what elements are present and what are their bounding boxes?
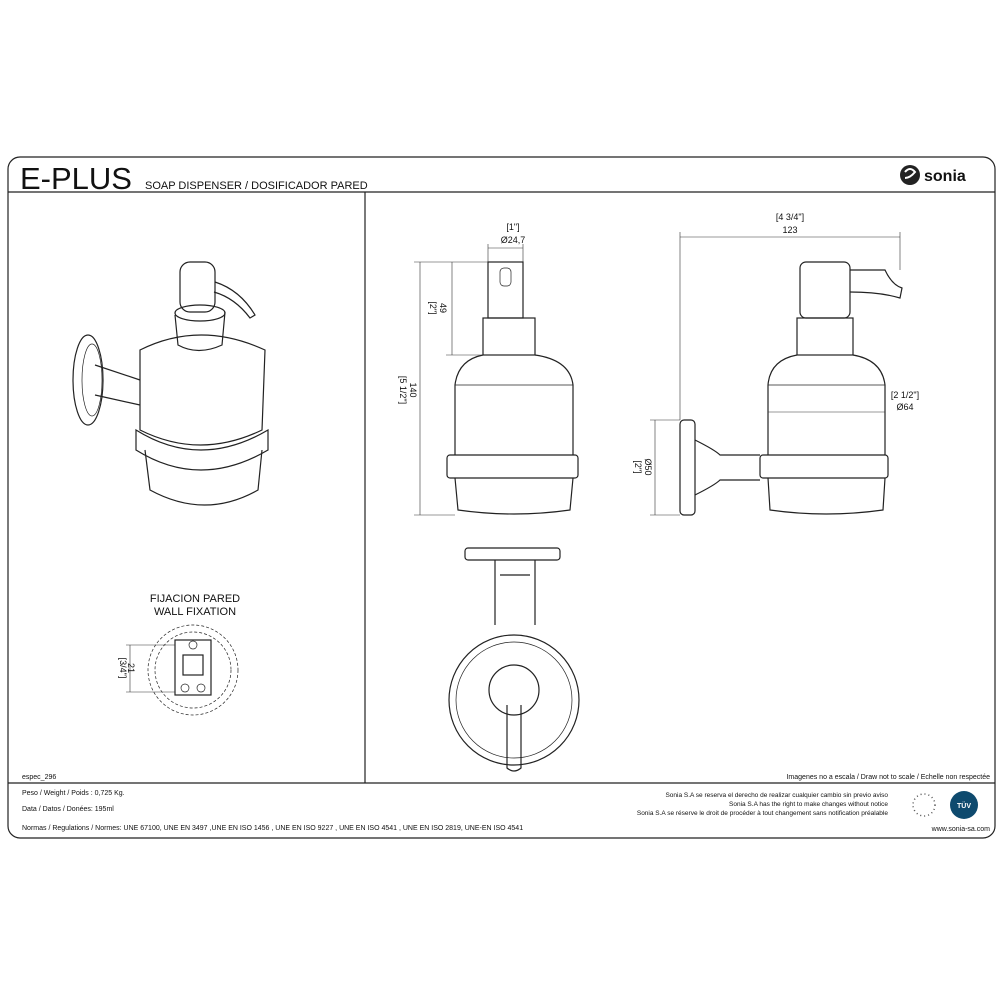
- top-dim-inch: [1"]: [506, 222, 519, 232]
- depth-dim-mm: 123: [782, 225, 797, 235]
- brand-name: sonia: [924, 168, 966, 185]
- wall-fixation-title-en: WALL FIXATION: [154, 606, 236, 618]
- isometric-view: [72, 261, 269, 506]
- spec-code: espec_296: [22, 774, 56, 781]
- sonia-logo: sonia: [900, 165, 966, 185]
- fixation-dim-inch: [3/4"]: [118, 658, 128, 679]
- tuv-cert-icon: [950, 791, 978, 819]
- regulations-info: Normas / Regulations / Normes: UNE 67100…: [22, 825, 523, 832]
- eu-stars-icon: [912, 793, 936, 817]
- wall-fixation-title-es: FIJACION PARED: [150, 593, 240, 605]
- plate-dim-mm: Ø50: [643, 458, 653, 475]
- rights-es: Sonia S.A se reserva el derecho de reali…: [665, 792, 888, 799]
- bottom-view: [448, 547, 580, 772]
- product-title: E-PLUS: [20, 161, 132, 196]
- sheet-frame: [7, 156, 996, 839]
- pump-dim-mm: 49: [438, 303, 448, 313]
- scale-note: Imagenes no a escala / Draw not to scale…: [786, 774, 990, 781]
- fixation-dim-mm: 21: [126, 663, 136, 673]
- side-view: [4 3/4"] 123 [2 1/2"] Ø64 [2"] Ø50: [633, 212, 919, 516]
- depth-dim-inch: [4 3/4"]: [776, 212, 804, 222]
- product-subtitle: SOAP DISPENSER / DOSIFICADOR PARED: [145, 180, 368, 192]
- website: www.sonia-sa.com: [931, 826, 991, 833]
- height-dim-inch: [5 1/2"]: [398, 376, 408, 404]
- front-view: [1"] Ø24,7 [2"] 49 [5 1/2"] 140: [398, 222, 579, 516]
- pump-dim-inch: [2"]: [428, 301, 438, 314]
- wall-fixation-view: FIJACION PARED WALL FIXATION [3/4"] 21: [118, 593, 240, 716]
- capacity-info: Data / Datos / Donées: 195ml: [22, 806, 114, 813]
- rights-fr: Sonia S.A se réserve le droit de procéde…: [637, 810, 889, 817]
- sonia-logo-icon: [900, 165, 920, 185]
- plate-dim-inch: [2"]: [633, 460, 643, 473]
- cert-label: TÜV: [957, 801, 971, 810]
- height-dim-mm: 140: [408, 382, 418, 397]
- body-dim-inch: [2 1/2"]: [891, 390, 919, 400]
- rights-en: Sonia S.A has the right to make changes …: [729, 801, 888, 808]
- weight-info: Peso / Weight / Poids : 0,725 Kg.: [22, 790, 125, 797]
- top-dim-mm: Ø24,7: [501, 235, 526, 245]
- body-dim-mm: Ø64: [896, 402, 913, 412]
